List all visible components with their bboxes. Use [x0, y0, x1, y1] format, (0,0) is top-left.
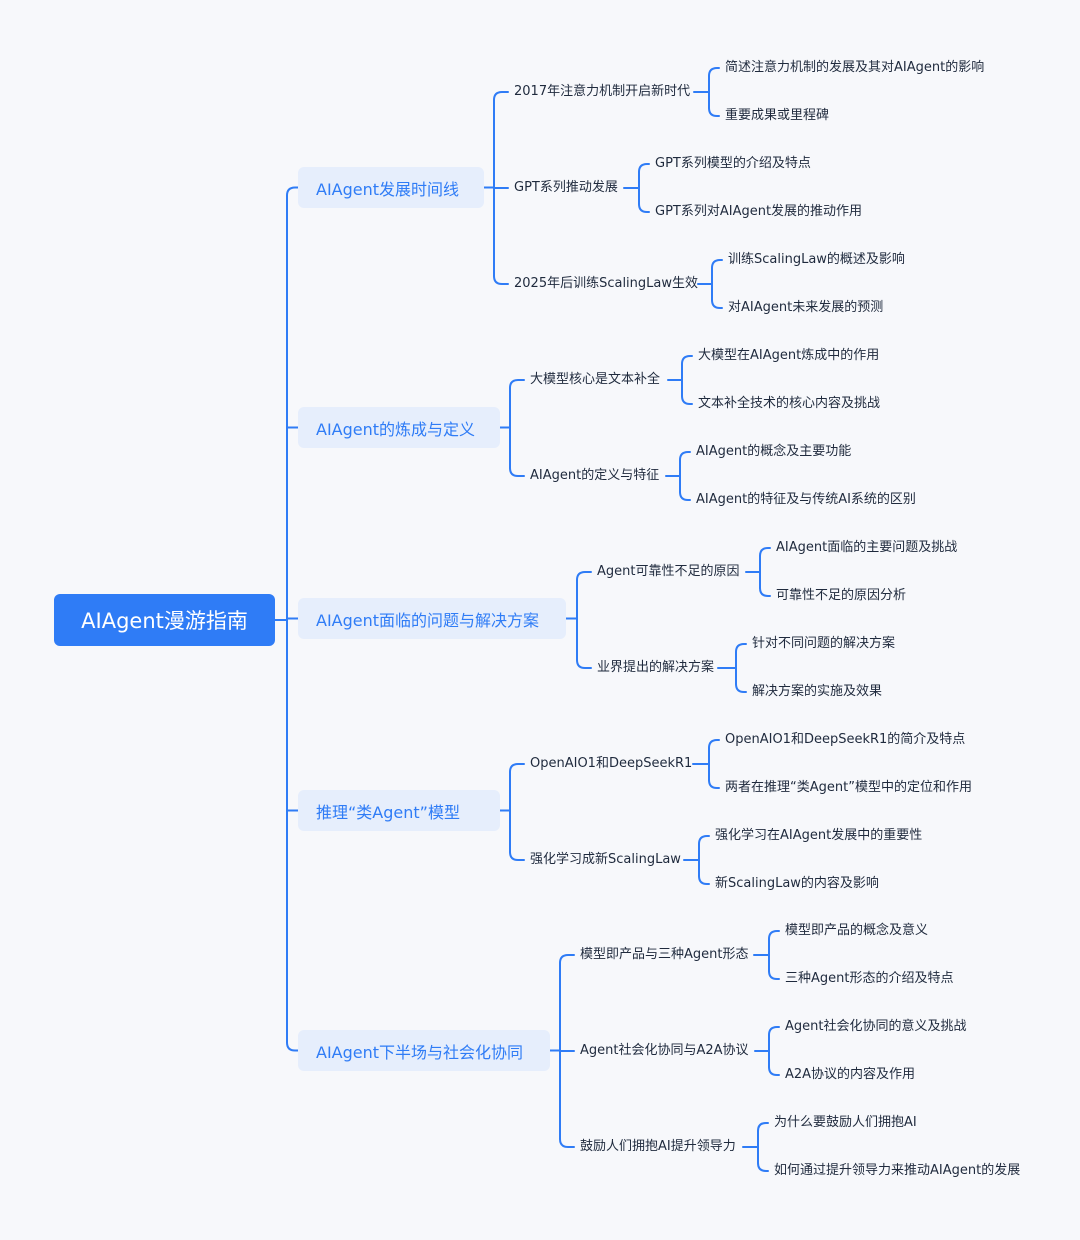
branch-node[interactable]: AIAgent发展时间线 [298, 167, 484, 208]
branch-node[interactable]: AIAgent面临的问题与解决方案 [298, 598, 566, 639]
root-node[interactable]: AIAgent漫游指南 [54, 594, 275, 646]
connector-line [759, 587, 771, 597]
leaf-node[interactable]: 两者在推理“类Agent”模型中的定位和作用 [725, 780, 972, 795]
connector-line [735, 643, 747, 653]
leaf-node[interactable]: 对AIAgent未来发展的预测 [728, 300, 884, 315]
leaf-node[interactable]: A2A协议的内容及作用 [785, 1067, 916, 1082]
connector-line [559, 1138, 575, 1148]
topic-node[interactable]: OpenAIO1和DeepSeekR1 [530, 756, 693, 771]
topic-node[interactable]: 强化学习成新ScalingLaw [530, 852, 681, 867]
leaf-node[interactable]: 新ScalingLaw的内容及影响 [715, 876, 879, 891]
connector-line [757, 1162, 769, 1172]
connector-line [708, 107, 720, 117]
branch-node[interactable]: AIAgent下半场与社会化协同 [298, 1030, 550, 1071]
leaf-node[interactable]: 可靠性不足的原因分析 [776, 588, 907, 603]
leaf-node[interactable]: 为什么要鼓励人们拥抱AI [774, 1115, 917, 1130]
leaf-node[interactable]: 文本补全技术的核心内容及挑战 [698, 396, 881, 411]
connector-line [708, 739, 720, 749]
connector-line [638, 163, 650, 173]
leaf-node[interactable]: 训练ScalingLaw的概述及影响 [728, 252, 905, 267]
connector-line [735, 683, 747, 693]
topic-node[interactable]: Agent社会化协同与A2A协议 [580, 1043, 749, 1058]
connector-line [698, 835, 710, 845]
leaf-node[interactable]: 强化学习在AIAgent发展中的重要性 [715, 828, 923, 843]
topic-node[interactable]: 鼓励人们拥抱AI提升领导力 [580, 1139, 736, 1154]
connector-line [576, 571, 592, 581]
leaf-node[interactable]: OpenAIO1和DeepSeekR1的简介及特点 [725, 732, 966, 747]
connector-line [493, 91, 509, 101]
connector-line [509, 763, 525, 773]
leaf-node[interactable]: 模型即产品的概念及意义 [785, 923, 929, 938]
leaf-node[interactable]: GPT系列对AIAgent发展的推动作用 [655, 204, 863, 219]
leaf-node[interactable]: 如何通过提升领导力来推动AIAgent的发展 [774, 1163, 1021, 1178]
connector-line [768, 930, 780, 940]
connector-line [286, 1041, 299, 1052]
connector-line [679, 451, 691, 461]
topic-node[interactable]: AIAgent的定义与特征 [530, 468, 660, 483]
topic-node[interactable]: 2025年后训练ScalingLaw生效 [514, 276, 699, 291]
connector-line [768, 970, 780, 980]
connector-line [757, 1122, 769, 1132]
connector-line [509, 851, 525, 861]
topic-node[interactable]: 业界提出的解决方案 [597, 660, 715, 675]
leaf-node[interactable]: 简述注意力机制的发展及其对AIAgent的影响 [725, 60, 985, 75]
connector-line [711, 259, 723, 269]
connector-line [681, 395, 693, 405]
connector-line [708, 67, 720, 77]
connector-line [768, 1066, 780, 1076]
leaf-node[interactable]: 重要成果或里程碑 [725, 108, 830, 123]
leaf-node[interactable]: 三种Agent形态的介绍及特点 [785, 971, 954, 986]
topic-node[interactable]: GPT系列推动发展 [514, 180, 618, 195]
leaf-node[interactable]: AIAgent面临的主要问题及挑战 [776, 540, 958, 555]
leaf-node[interactable]: 针对不同问题的解决方案 [752, 636, 896, 651]
connector-line [576, 659, 592, 669]
topic-node[interactable]: 模型即产品与三种Agent形态 [580, 947, 749, 962]
connector-line [286, 186, 299, 197]
connector-line [679, 491, 691, 501]
leaf-node[interactable]: Agent社会化协同的意义及挑战 [785, 1019, 967, 1034]
connector-line [681, 355, 693, 365]
leaf-node[interactable]: GPT系列模型的介绍及特点 [655, 156, 811, 171]
connector-line [711, 299, 723, 309]
connector-line [708, 779, 720, 789]
connector-line [509, 379, 525, 389]
leaf-node[interactable]: 大模型在AIAgent炼成中的作用 [698, 348, 880, 363]
connector-line [638, 203, 650, 213]
leaf-node[interactable]: AIAgent的概念及主要功能 [696, 444, 852, 459]
leaf-node[interactable]: 解决方案的实施及效果 [752, 684, 883, 699]
connector-line [759, 547, 771, 557]
topic-node[interactable]: 2017年注意力机制开启新时代 [514, 84, 691, 99]
connector-line [509, 467, 525, 477]
branch-node[interactable]: 推理“类Agent”模型 [298, 790, 500, 831]
connector-line [698, 875, 710, 885]
branch-node[interactable]: AIAgent的炼成与定义 [298, 407, 500, 448]
topic-node[interactable]: Agent可靠性不足的原因 [597, 564, 740, 579]
connector-line [493, 275, 509, 285]
connector-line [768, 1026, 780, 1036]
connector-line [559, 954, 575, 964]
leaf-node[interactable]: AIAgent的特征及与传统AI系统的区别 [696, 492, 916, 507]
topic-node[interactable]: 大模型核心是文本补全 [530, 372, 661, 387]
